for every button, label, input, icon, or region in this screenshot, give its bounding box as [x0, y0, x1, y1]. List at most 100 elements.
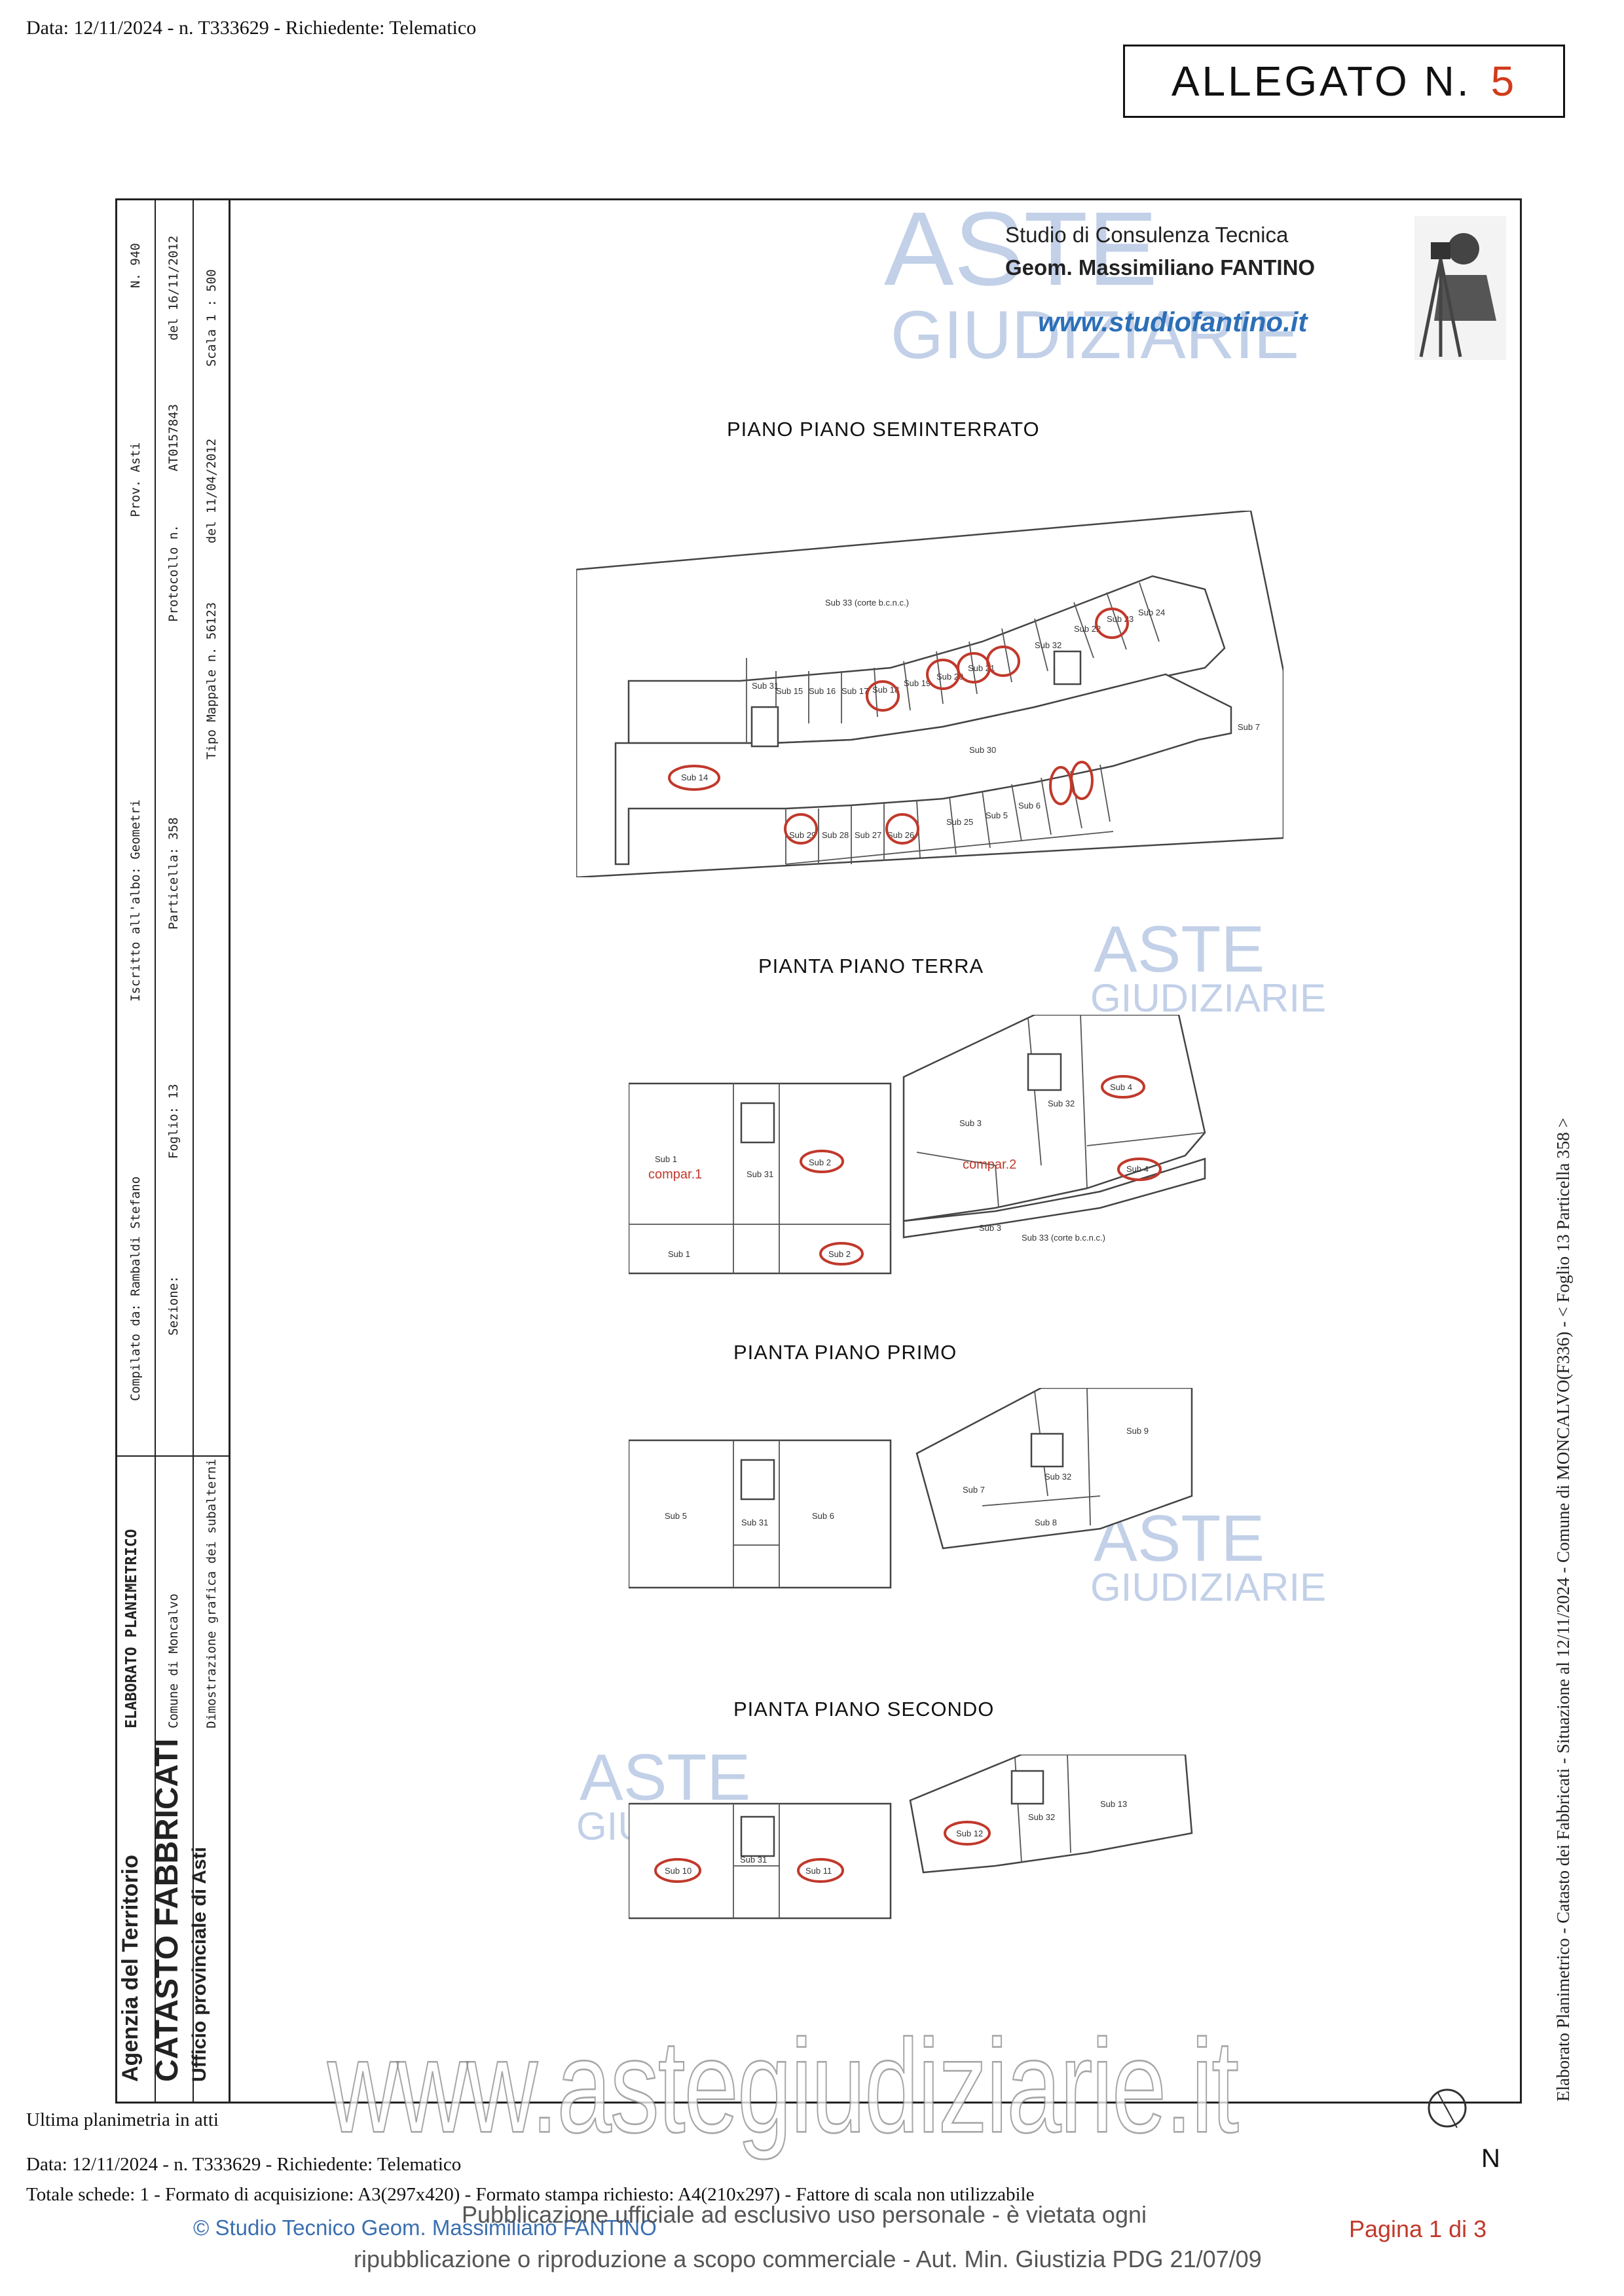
footer-request-line: Data: 12/11/2024 - n. T333629 - Richiede…	[26, 2154, 462, 2175]
label-sub2-lower: Sub 2	[828, 1249, 851, 1259]
label-sub32: Sub 32	[1044, 1472, 1071, 1482]
sidebar-particella: Particella: 358	[166, 817, 181, 930]
header-request-line: Data: 12/11/2024 - n. T333629 - Richiede…	[26, 17, 477, 39]
plan-title-seminterrato: PIANO PIANO SEMINTERRATO	[727, 418, 1040, 441]
label-sub4-lower: Sub 4	[1126, 1164, 1149, 1174]
label-sub13: Sub 13	[1100, 1799, 1127, 1809]
giudiziarie-watermark: GIUDIZIARIE	[1090, 976, 1327, 1020]
footer-copyright: © Studio Tecnico Geom. Massimiliano FANT…	[193, 2215, 657, 2240]
aste-watermark: ASTE	[580, 1741, 751, 1814]
compass-icon	[1428, 2088, 1467, 2128]
label-sub16: Sub 16	[809, 686, 836, 696]
sidebar-number: N. 940	[128, 243, 143, 288]
plan-title-terra: PIANTA PIANO TERRA	[758, 955, 984, 977]
sidebar-sezione: Sezione:	[166, 1275, 181, 1336]
label-sub19: Sub 19	[904, 678, 931, 688]
label-sub25: Sub 25	[946, 817, 973, 827]
label-sub18: Sub 18	[872, 685, 899, 695]
giudiziarie-watermark: GIUDIZIARIE	[891, 297, 1300, 373]
label-sub7: Sub 7	[1238, 722, 1260, 732]
document-frame	[115, 198, 1522, 2104]
sidebar-divider	[155, 198, 156, 2104]
sidebar-title: ELABORATO PLANIMETRICO	[123, 1529, 140, 1728]
label-sub10: Sub 10	[665, 1866, 692, 1876]
agency-name: Agenzia del Territorio	[118, 1855, 143, 2082]
label-sub29: Sub 29	[789, 830, 816, 840]
sidebar-tipo-date: del 11/04/2012	[204, 438, 219, 543]
label-sub12: Sub 12	[956, 1829, 983, 1838]
label-sub6: Sub 6	[1018, 801, 1041, 811]
giudiziarie-watermark: GIUDIZIARIE	[1090, 1565, 1327, 1609]
label-sub24: Sub 24	[1138, 608, 1165, 617]
studio-line2: Geom. Massimiliano FANTINO	[1005, 255, 1316, 280]
footer-page-number: Pagina 1 di 3	[1349, 2215, 1487, 2242]
studio-line1: Studio di Consulenza Tecnica	[1005, 223, 1289, 247]
site-watermark: www.astegiudiziarie.it	[327, 2011, 1240, 2161]
label-sub32: Sub 32	[1028, 1812, 1055, 1822]
label-sub22: Sub 22	[1074, 624, 1101, 634]
label-sub33: Sub 33 (corte b.c.n.c.)	[1022, 1233, 1105, 1243]
label-compar2: compar.2	[963, 1157, 1016, 1172]
floor-plan-seminterrato: Sub 33 (corte b.c.n.c.) Sub 31 Sub 30 Su…	[576, 511, 1283, 877]
label-sub3-lower: Sub 3	[979, 1223, 1001, 1233]
studio-url[interactable]: www.studiofantino.it	[1038, 306, 1308, 337]
label-sub27: Sub 27	[855, 830, 881, 840]
plan-title-secondo: PIANTA PIANO SECONDO	[733, 1698, 995, 1721]
sidebar-protocollo-date: del 16/11/2012	[166, 235, 181, 340]
sidebar-tipo-mappale: Tipo Mappale n. 56123	[204, 602, 219, 759]
sidebar-comune: Comune di Moncalvo	[166, 1594, 181, 1728]
agency-office: Ufficio provinciale di Asti	[189, 1847, 210, 2082]
label-sub31: Sub 31	[740, 1855, 767, 1865]
floor-plan-primo: Sub 5 Sub 31 Sub 6 Sub 7 Sub 32 Sub 8 Su…	[629, 1388, 1193, 1589]
label-sub31: Sub 31	[741, 1518, 768, 1527]
label-sub2: Sub 2	[809, 1157, 831, 1167]
aste-watermark: ASTE	[1094, 913, 1265, 986]
surveyor-photo-icon	[1414, 216, 1506, 360]
label-sub31: Sub 31	[752, 681, 779, 691]
label-sub32: Sub 32	[1035, 640, 1061, 650]
label-sub28: Sub 28	[822, 830, 849, 840]
label-sub5: Sub 5	[665, 1511, 687, 1521]
label-sub26: Sub 26	[887, 830, 914, 840]
right-margin-note: Elaborato Planimetrico - Catasto dei Fab…	[1553, 1118, 1573, 2102]
aste-watermark: ASTE	[884, 190, 1158, 307]
label-sub15: Sub 15	[776, 686, 803, 696]
label-sub11: Sub 11	[805, 1866, 832, 1876]
label-sub23: Sub 23	[1107, 614, 1134, 624]
floor-plan-terra: Sub 1 compar.1 Sub 31 Sub 2 Sub 1 Sub 2 …	[629, 1015, 1206, 1275]
sidebar-description: Dimostrazione grafica dei subalterni	[204, 1459, 219, 1728]
label-sub7: Sub 7	[963, 1485, 985, 1495]
label-sub9: Sub 9	[1126, 1426, 1149, 1436]
agency-catasto: CATASTO FABBRICATI	[150, 1738, 185, 2082]
sidebar-divider	[115, 1455, 231, 1457]
allegato-label: ALLEGATO N.	[1171, 58, 1471, 105]
sidebar-compiled-by: Compilato da: Rambaldi Stefano	[128, 1176, 143, 1401]
footer-notice-line2: ripubblicazione o riproduzione a scopo c…	[354, 2246, 1262, 2272]
label-sub8: Sub 8	[1035, 1518, 1057, 1527]
sidebar-scale: Scala 1 : 500	[204, 269, 219, 367]
label-sub4: Sub 4	[1110, 1082, 1132, 1092]
sidebar-divider	[193, 198, 194, 2104]
label-compar1: compar.1	[648, 1167, 702, 1182]
allegato-box: ALLEGATO N. 5	[1123, 45, 1565, 118]
label-sub17: Sub 17	[841, 686, 868, 696]
footer-last-plan: Ultima planimetria in atti	[26, 2109, 219, 2130]
label-sub5: Sub 5	[986, 811, 1008, 820]
compass-north-label: N	[1481, 2144, 1500, 2173]
label-sub6: Sub 6	[812, 1511, 834, 1521]
label-sub1: Sub 1	[655, 1154, 677, 1164]
sidebar-province: Prov. Asti	[128, 442, 143, 517]
label-sub1-lower: Sub 1	[668, 1249, 690, 1259]
label-sub32: Sub 32	[1048, 1099, 1075, 1108]
label-sub31: Sub 31	[747, 1169, 773, 1179]
allegato-number: 5	[1490, 58, 1517, 105]
label-sub33: Sub 33 (corte b.c.n.c.)	[825, 598, 909, 608]
plan-title-primo: PIANTA PIANO PRIMO	[733, 1341, 957, 1364]
sidebar-foglio: Foglio: 13	[166, 1084, 181, 1159]
sidebar-protocollo-number: AT0157843	[166, 404, 181, 471]
label-sub14: Sub 14	[681, 773, 708, 782]
sidebar-registered: Iscritto all'albo: Geometri	[128, 799, 143, 1002]
cadastral-sidebar	[115, 198, 231, 2104]
label-sub3: Sub 3	[959, 1118, 982, 1128]
label-sub30: Sub 30	[969, 745, 996, 755]
